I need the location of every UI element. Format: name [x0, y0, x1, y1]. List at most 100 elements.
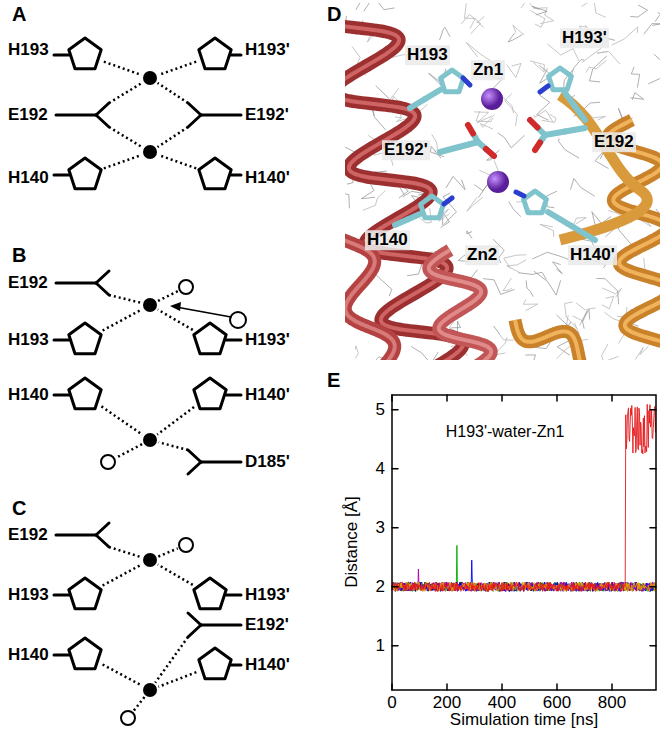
bond-line — [201, 624, 241, 627]
solvent-lines — [523, 299, 537, 310]
bond-line — [56, 282, 96, 285]
bond-line — [188, 115, 201, 127]
helix-highlight — [429, 250, 491, 360]
solvent-lines — [586, 60, 606, 72]
solvent-lines — [498, 133, 525, 148]
tick-label: 600 — [543, 693, 571, 713]
coordination-bond — [158, 62, 196, 75]
solvent-lines — [532, 252, 571, 260]
zinc-ion — [143, 553, 157, 567]
distance-plot — [392, 395, 656, 690]
schematics — [54, 38, 246, 725]
water-molecule — [101, 455, 115, 469]
residue-stick — [540, 86, 548, 92]
residue-label: H140 — [8, 168, 49, 188]
residue-stick — [408, 214, 421, 220]
tick-mark — [446, 684, 448, 690]
solvent-lines — [537, 95, 550, 120]
imidazole-ring — [441, 70, 464, 92]
residue-label: H193' — [245, 585, 290, 605]
coordination-bond — [158, 548, 177, 556]
solvent-lines — [507, 260, 526, 273]
solvent-lines — [505, 94, 518, 126]
residue-stick — [468, 125, 473, 134]
tick-mark — [391, 395, 393, 401]
solvent-lines — [525, 355, 546, 360]
solvent-lines — [602, 296, 614, 309]
solvent-lines — [443, 193, 456, 225]
tick-mark — [392, 409, 398, 411]
imidazole-ring — [549, 68, 572, 90]
coordination-bond — [158, 83, 188, 103]
residue-label: E192 — [8, 105, 48, 125]
residue-stick — [486, 149, 494, 156]
solvent-lines — [565, 302, 577, 329]
zinc-sphere — [487, 171, 509, 193]
imidazole-ring — [194, 323, 226, 354]
tick-mark — [611, 684, 613, 690]
curve-label: H193'-water-Zn1 — [446, 423, 565, 441]
zinc-ion — [143, 145, 157, 159]
bond-line — [188, 462, 201, 474]
imidazole-ring — [524, 191, 547, 213]
residue-stick — [548, 212, 572, 226]
tick-mark — [391, 684, 393, 690]
imidazole-ring — [69, 638, 101, 669]
solvent-lines — [532, 6, 547, 15]
residue-label: H140' — [245, 168, 290, 188]
solvent-lines — [571, 178, 595, 196]
solvent-lines — [648, 74, 660, 84]
structure-label: H140 — [365, 230, 410, 250]
tick-mark — [446, 395, 448, 401]
residue-label: E192' — [245, 105, 289, 125]
solvent-lines — [559, 139, 580, 159]
solvent-lines — [581, 3, 605, 17]
coordination-bond — [157, 407, 194, 435]
solvent-lines — [612, 27, 638, 45]
structure-label: H193 — [405, 45, 450, 65]
zinc-ion — [143, 298, 157, 312]
water-molecule — [121, 711, 135, 725]
tick-label: 200 — [433, 693, 461, 713]
residue-label: H193 — [8, 585, 49, 605]
helix-highlight — [345, 200, 395, 360]
solvent-lines — [363, 191, 385, 211]
tick-label: 4 — [376, 459, 385, 479]
imidazole-ring — [199, 158, 231, 189]
solvent-lines — [461, 15, 480, 34]
coordination-bond — [109, 547, 141, 557]
tick-mark — [611, 395, 613, 401]
bond-line — [226, 394, 241, 397]
bond-line — [96, 523, 109, 535]
solvent-lines — [464, 3, 475, 28]
solvent-lines — [508, 33, 522, 42]
coordination-bond — [101, 406, 142, 434]
bond-line — [201, 114, 241, 117]
solvent-lines — [644, 24, 660, 35]
bond-line — [188, 625, 201, 637]
coordination-bond — [103, 564, 142, 585]
residue-stick — [545, 132, 565, 136]
solvent-lines — [540, 224, 554, 236]
solvent-lines — [432, 134, 438, 153]
coordination-bond — [158, 155, 196, 168]
approach-line — [176, 307, 231, 317]
residue-label: H193' — [245, 40, 290, 60]
solvent-lines — [596, 279, 618, 305]
coordination-bond — [104, 62, 142, 75]
imidazole-ring — [69, 578, 101, 609]
solvent-lines — [477, 16, 484, 27]
residue-label: H193' — [245, 330, 290, 350]
residue-label: H140 — [8, 645, 49, 665]
distance-trace — [392, 545, 655, 591]
imidazole-ring — [69, 38, 101, 69]
solvent-lines — [655, 12, 660, 22]
tick-mark — [501, 684, 503, 690]
solvent-lines — [590, 56, 607, 82]
solvent-lines — [534, 110, 553, 122]
tick-mark — [650, 468, 656, 470]
structure-label: H193' — [560, 28, 609, 48]
solvent-lines — [518, 272, 546, 279]
coordination-bond — [109, 295, 141, 303]
